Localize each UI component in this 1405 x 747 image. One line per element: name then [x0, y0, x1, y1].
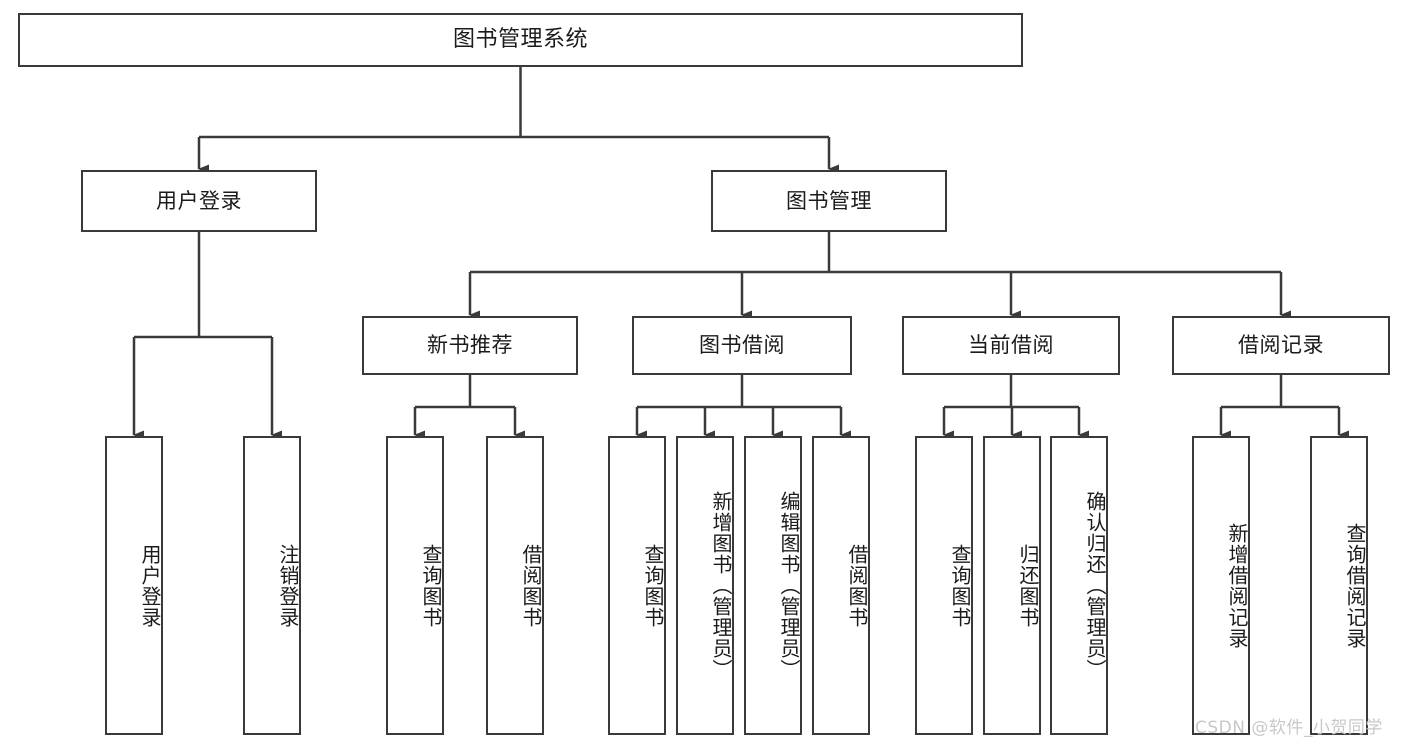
node-label: 用户登录: [138, 543, 162, 628]
watermark: CSDN @软件_小贺同学: [1195, 718, 1383, 738]
node-current-borrowing[interactable]: 当前借阅: [902, 316, 1120, 375]
node-label: 确认归还（管理员）: [1083, 491, 1107, 680]
node-leaf-query-borrow-record[interactable]: 查询借阅记录: [1310, 436, 1368, 735]
node-borrowing-record[interactable]: 借阅记录: [1172, 316, 1390, 375]
node-label: 借阅记录: [1238, 333, 1324, 358]
node-label: 编辑图书（管理员）: [777, 491, 801, 680]
node-new-book-recommendation[interactable]: 新书推荐: [362, 316, 578, 375]
node-leaf-logout[interactable]: 注销登录: [243, 436, 301, 735]
node-leaf-user-login[interactable]: 用户登录: [105, 436, 163, 735]
node-book-management[interactable]: 图书管理: [711, 170, 947, 232]
edge-paths: [132, 67, 1349, 440]
node-label: 图书管理: [786, 188, 872, 213]
node-label: 查询借阅记录: [1343, 522, 1367, 649]
node-label: 查询图书: [419, 543, 443, 628]
node-label: 归还图书: [1016, 543, 1040, 628]
node-leaf-add-borrow-record[interactable]: 新增借阅记录: [1192, 436, 1250, 735]
node-label: 图书借阅: [699, 333, 785, 358]
node-label: 用户登录: [156, 188, 242, 213]
node-leaf-confirm-return-admin[interactable]: 确认归还（管理员）: [1050, 436, 1108, 735]
node-label: 借阅图书: [845, 543, 869, 628]
node-label: 查询图书: [948, 543, 972, 628]
node-leaf-borrow-book[interactable]: 借阅图书: [812, 436, 870, 735]
node-leaf-query-book-current[interactable]: 查询图书: [915, 436, 973, 735]
node-user-login[interactable]: 用户登录: [81, 170, 317, 232]
node-label: 新书推荐: [427, 333, 513, 358]
node-label: 新增图书（管理员）: [709, 491, 733, 680]
node-root-book-management-system[interactable]: 图书管理系统: [18, 13, 1023, 67]
node-leaf-query-book-borrow[interactable]: 查询图书: [608, 436, 666, 735]
node-label: 查询图书: [641, 543, 665, 628]
node-label: 当前借阅: [968, 333, 1054, 358]
node-leaf-borrow-book-recommend[interactable]: 借阅图书: [486, 436, 544, 735]
node-label: 注销登录: [276, 543, 300, 628]
node-leaf-return-book[interactable]: 归还图书: [983, 436, 1041, 735]
node-label: 新增借阅记录: [1225, 522, 1249, 649]
node-book-borrowing[interactable]: 图书借阅: [632, 316, 852, 375]
node-leaf-edit-book-admin[interactable]: 编辑图书（管理员）: [744, 436, 802, 735]
node-label: 图书管理系统: [452, 27, 588, 53]
node-leaf-add-book-admin[interactable]: 新增图书（管理员）: [676, 436, 734, 735]
node-leaf-query-book-recommend[interactable]: 查询图书: [386, 436, 444, 735]
node-label: 借阅图书: [519, 543, 543, 628]
